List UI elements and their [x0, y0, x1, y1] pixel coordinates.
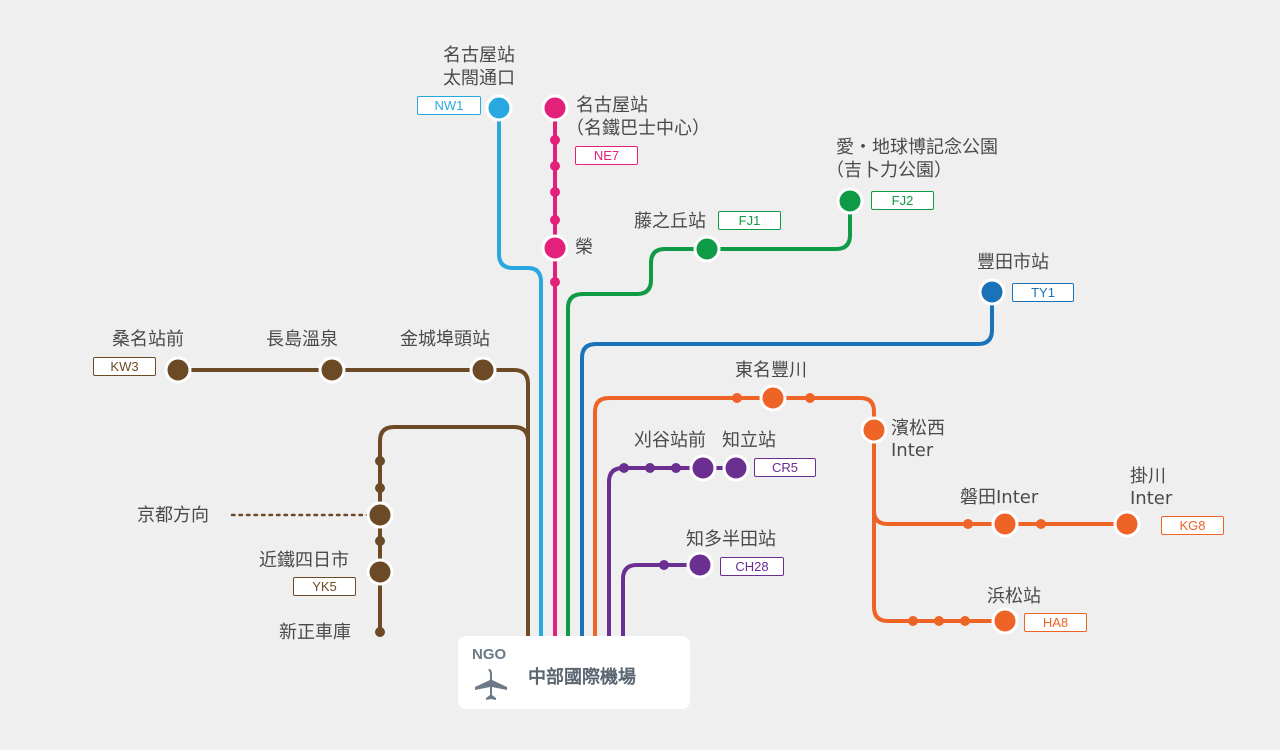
station-marker-fj1[interactable]	[693, 235, 721, 263]
stop-dot	[645, 463, 655, 473]
airport-code: NGO	[472, 646, 507, 663]
station-name-kyoto: 京都方向	[137, 505, 209, 526]
airport-name: 中部國際機場	[528, 667, 636, 688]
station-name-kinjo: 金城埠頭站	[400, 329, 490, 350]
station-marker-nagashima[interactable]	[318, 356, 346, 384]
station-name-ne7-line2: （名鐵巴士中心）	[566, 118, 710, 139]
station-name-ha8: 浜松站	[987, 586, 1041, 607]
station-name-sakae: 榮	[575, 237, 593, 258]
station-name-ty1: 豐田市站	[977, 252, 1049, 273]
station-code-cr5: CR5	[754, 458, 816, 477]
station-code-fj1: FJ1	[718, 211, 781, 230]
station-marker-kg8[interactable]	[1113, 510, 1141, 538]
station-marker-ha8[interactable]	[991, 607, 1019, 635]
station-code-ne7: NE7	[575, 146, 638, 165]
route-line-purple-upper	[607, 466, 738, 638]
stop-dot	[550, 277, 560, 287]
station-name-yk5: 近鐵四日市	[259, 550, 349, 571]
stop-dot	[960, 616, 970, 626]
station-marker-kyoto[interactable]	[366, 501, 394, 529]
station-code-ty1: TY1	[1012, 283, 1074, 302]
stop-dot	[375, 627, 385, 637]
station-name-kg8-line1: 掛川	[1130, 466, 1166, 487]
station-name-ne7-line1: 名古屋站	[576, 95, 648, 116]
station-name-kariya: 刈谷站前	[634, 430, 706, 451]
station-name-ch28: 知多半田站	[686, 529, 776, 550]
station-marker-kariya[interactable]	[689, 454, 717, 482]
route-line-brown-west	[176, 368, 530, 638]
station-name-hamamatsunishi-line1: 濱松西	[891, 418, 945, 439]
stop-dot	[1036, 519, 1046, 529]
route-line-nw	[497, 106, 543, 638]
station-marker-ne7[interactable]	[541, 94, 569, 122]
station-name-fj2-line1: 愛・地球博記念公園	[836, 137, 998, 158]
route-line-ty	[580, 290, 994, 638]
station-name-fj2-line2: （吉卜力公園）	[826, 160, 952, 181]
station-name-nw1-line1: 名古屋站	[443, 45, 515, 66]
stop-dot	[671, 463, 681, 473]
station-name-iwata: 磐田Inter	[960, 487, 1039, 508]
stop-dot	[619, 463, 629, 473]
station-name-fj1: 藤之丘站	[634, 211, 706, 232]
station-name-kg8-line2: Inter	[1130, 488, 1173, 509]
station-marker-yk5[interactable]	[366, 558, 394, 586]
stop-dot	[375, 456, 385, 466]
airport-card[interactable]: NGO 中部國際機場	[458, 636, 690, 709]
stop-dot	[550, 135, 560, 145]
station-marker-sakae[interactable]	[541, 234, 569, 262]
station-name-kw3: 桑名站前	[112, 329, 184, 350]
station-marker-nw1[interactable]	[485, 94, 513, 122]
station-name-cr5: 知立站	[722, 430, 776, 451]
stop-dot	[732, 393, 742, 403]
station-code-kg8: KG8	[1161, 516, 1224, 535]
stop-dot	[550, 161, 560, 171]
station-markers	[164, 94, 1141, 635]
station-code-yk5: YK5	[293, 577, 356, 596]
station-name-nw1-line2: 太閤通口	[443, 68, 515, 89]
station-name-hamamatsunishi-line2: Inter	[891, 440, 934, 461]
station-marker-kw3[interactable]	[164, 356, 192, 384]
station-marker-cr5[interactable]	[722, 454, 750, 482]
station-marker-ty1[interactable]	[978, 278, 1006, 306]
station-marker-fj2[interactable]	[836, 187, 864, 215]
stop-dot	[908, 616, 918, 626]
route-line-brown-north	[378, 425, 530, 634]
station-code-ch28: CH28	[720, 557, 784, 576]
station-name-higashimeitoyokawa: 東名豐川	[735, 360, 807, 381]
stop-dot	[375, 536, 385, 546]
station-code-fj2: FJ2	[871, 191, 934, 210]
stop-dot	[375, 483, 385, 493]
stop-dot	[659, 560, 669, 570]
station-marker-hamamatsunishi[interactable]	[860, 416, 888, 444]
stop-dot	[805, 393, 815, 403]
stop-dot	[550, 187, 560, 197]
station-code-ha8: HA8	[1024, 613, 1087, 632]
station-marker-iwata[interactable]	[991, 510, 1019, 538]
route-line-purple-lower	[621, 563, 702, 638]
station-name-nagashima: 長島溫泉	[266, 329, 338, 350]
stop-dot	[550, 215, 560, 225]
station-code-nw1: NW1	[417, 96, 481, 115]
route-line-orange-south	[872, 509, 1007, 623]
station-name-shinsho: 新正車庫	[279, 622, 351, 643]
stop-dot	[963, 519, 973, 529]
station-marker-higashimeitoyokawa[interactable]	[759, 384, 787, 412]
station-marker-kinjo[interactable]	[469, 356, 497, 384]
route-line-fj	[566, 199, 852, 638]
station-code-kw3: KW3	[93, 357, 156, 376]
airplane-icon	[475, 669, 507, 700]
intermediate-stops	[375, 135, 1046, 637]
stop-dot	[934, 616, 944, 626]
station-marker-ch28[interactable]	[686, 551, 714, 579]
